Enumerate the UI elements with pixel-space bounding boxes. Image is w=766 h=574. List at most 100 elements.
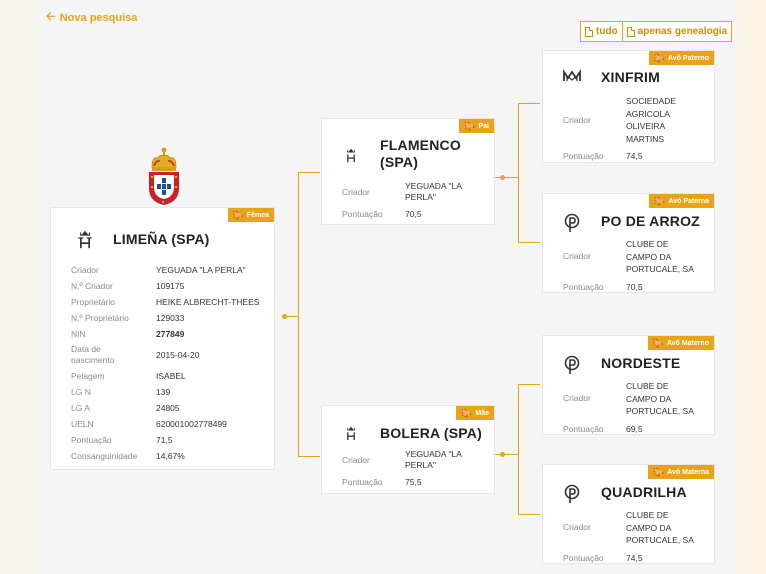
detail-label: Pontuação: [342, 477, 383, 487]
export-all-label: tudo: [596, 26, 618, 37]
relation-tag: 🐎Avô Paterno: [648, 51, 714, 65]
horse-name: QUADRILHA: [601, 484, 687, 500]
detail-label: Pontuação: [563, 423, 604, 434]
detail-label: N.º Criador: [71, 280, 113, 291]
horse-name: NORDESTE: [601, 355, 681, 371]
crown-h-brand-icon: [78, 230, 92, 249]
crown-h-brand-icon: [347, 148, 355, 162]
pdf-icon: [585, 26, 593, 37]
relation-tag-label: Avô Materno: [666, 339, 709, 347]
detail-label: Criador: [342, 187, 370, 197]
detail-label: Data de nascimento: [71, 344, 115, 365]
sire-name-line1: FLAMENCO: [380, 137, 461, 153]
connector-line: [286, 316, 298, 317]
detail-label: UELN: [71, 418, 94, 429]
sire-tag: 🐎 Pai: [459, 119, 494, 133]
relation-tag: 🐎Avó Paterna: [649, 194, 714, 208]
connector-line: [518, 514, 540, 515]
detail-label: Pontuação: [71, 434, 112, 445]
detail-value: 2015-04-20: [156, 349, 200, 360]
sire-name: FLAMENCO (SPA): [380, 137, 461, 171]
detail-label: Criador: [71, 264, 99, 275]
horse-icon: 🐎: [654, 195, 666, 206]
detail-label: LG N: [71, 386, 91, 397]
detail-row: Data de nascimento 2015-04-20: [71, 342, 271, 368]
detail-value: 139: [156, 386, 171, 397]
export-all-button[interactable]: tudo: [581, 22, 622, 41]
detail-value: CLUBE DE CAMPO DA PORTUCALE, SA: [626, 510, 694, 545]
horse-name: PO DE ARROZ: [601, 213, 700, 229]
relation-tag-label: Avó Materna: [667, 468, 709, 476]
p-brand-icon: [563, 355, 581, 380]
detail-label: Proprietário: [71, 296, 115, 307]
connector-line: [298, 172, 299, 456]
score-row: Pontuação 74,5: [563, 553, 713, 564]
relation-tag-label: Avô Paterno: [668, 54, 709, 62]
portugal-crest-icon: [149, 147, 179, 205]
connector-line: [518, 103, 519, 242]
detail-label: Pontuação: [563, 281, 604, 292]
detail-label: Criador: [342, 455, 370, 465]
detail-label: Criador: [563, 114, 591, 125]
arrow-left-icon: 🡠: [46, 9, 56, 23]
detail-value: 69,5: [626, 423, 643, 434]
detail-value: CLUBE DE CAMPO DA PORTUCALE, SA: [626, 381, 694, 416]
detail-value: ISABEL: [156, 370, 186, 381]
main-horse-name: LIMEÑA (SPA): [113, 230, 210, 247]
breeder-row: Criador CLUBE DE CAMPO DA PORTUCALE, SA: [563, 380, 713, 418]
relation-tag-label: Avó Paterna: [668, 197, 709, 205]
detail-row: Pontuação 71,5: [71, 432, 271, 448]
mm-brand-icon: [563, 69, 581, 88]
export-genealogy-button[interactable]: apenas genealogia: [621, 22, 731, 41]
gender-tag-label: Fêmea: [246, 211, 269, 219]
dam-name: BOLERA (SPA): [380, 425, 482, 441]
export-genealogy-label: apenas genealogia: [637, 26, 728, 37]
horse-icon: 🐎: [652, 337, 664, 348]
detail-label: Pelagem: [71, 370, 105, 381]
horse-details: Criador SOCIEDADE AGRICOLA OLIVEIRA MARTI…: [563, 95, 713, 162]
sire-score-row: Pontuação 70,5: [342, 209, 492, 220]
new-search-label: Nova pesquisa: [59, 11, 138, 24]
detail-value: 70,5: [626, 281, 643, 292]
connector-line: [298, 456, 320, 457]
detail-value: SOCIEDADE AGRICOLA OLIVEIRA MARTINS: [626, 96, 677, 144]
detail-value: 74,5: [626, 552, 643, 563]
detail-label: Criador: [563, 251, 591, 262]
detail-label: Criador: [563, 393, 591, 404]
relation-tag: 🐎Avó Materna: [648, 465, 714, 479]
detail-value: 14,67%: [156, 450, 185, 461]
pdf-icon: [626, 26, 635, 37]
detail-value: YEGUADA "LA PERLA": [405, 181, 462, 202]
detail-value: 70,5: [405, 209, 422, 219]
sire-card[interactable]: 🐎 Pai FLAMENCO (SPA) Criador YEGUADA "LA…: [321, 118, 495, 225]
horse-icon: 🐎: [653, 466, 665, 477]
main-horse-header: LIMEÑA (SPA): [75, 229, 210, 249]
connector-line: [518, 242, 540, 243]
gender-tag: 🐎 Fêmea: [227, 208, 274, 222]
detail-label: Pontuação: [563, 552, 604, 563]
dam-card[interactable]: 🐎 Mãe BOLERA (SPA) Criador YEGUADA "LA P…: [321, 405, 495, 494]
new-search-link[interactable]: 🡠 Nova pesquisa: [46, 7, 137, 28]
detail-row: Pelagem ISABEL: [71, 368, 271, 384]
horse-icon: 🐎: [653, 52, 666, 63]
dam-tag-label: Mãe: [475, 409, 489, 417]
dam-score-row: Pontuação 75,5: [342, 477, 492, 488]
dam-tag: 🐎 Mãe: [456, 406, 494, 420]
p-brand-icon: [563, 484, 581, 509]
detail-label: LG A: [71, 402, 90, 413]
sire-breeder-row: Criador YEGUADA "LA PERLA": [342, 181, 492, 203]
detail-value: 71,5: [156, 434, 173, 445]
detail-label: Pontuação: [563, 151, 604, 161]
score-row: Pontuação 70,5: [563, 282, 713, 293]
